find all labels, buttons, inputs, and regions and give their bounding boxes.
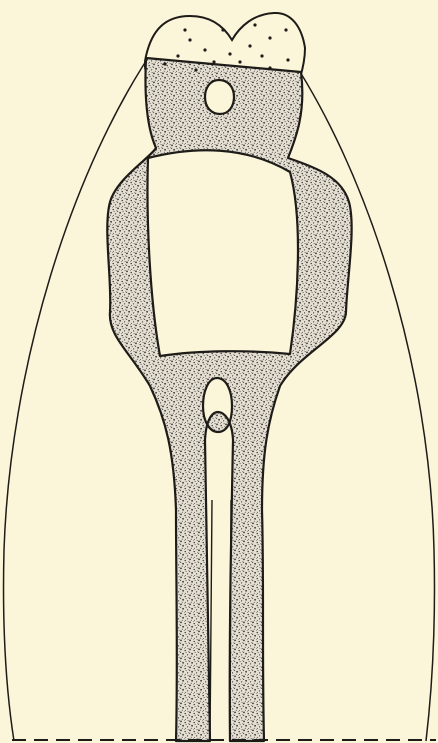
cap-dot (284, 28, 287, 31)
cap-dot (268, 66, 271, 69)
cap-dot (248, 44, 251, 47)
cap-dot (176, 54, 179, 57)
stippled-body (107, 58, 351, 741)
cap-dot (286, 58, 289, 61)
cap-dot (194, 68, 197, 71)
cap-dot (188, 38, 191, 41)
cap-dot (238, 60, 241, 63)
cap-dot (183, 28, 186, 31)
cap-dot (212, 60, 215, 63)
cap-dot (221, 28, 224, 31)
cap-dot (163, 62, 166, 65)
cap-dot (268, 36, 271, 39)
cap-dot (253, 23, 256, 26)
cap-dot (260, 54, 263, 57)
cap-dot (228, 52, 231, 55)
cap-dot (203, 48, 206, 51)
median-cleft (210, 500, 231, 741)
